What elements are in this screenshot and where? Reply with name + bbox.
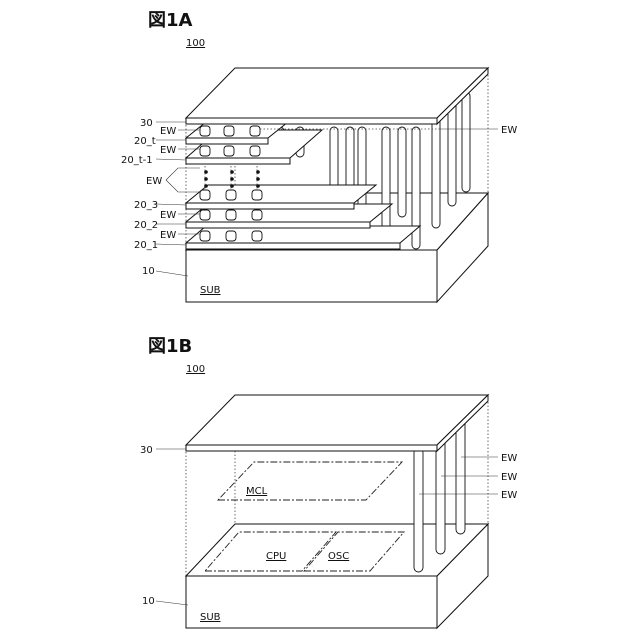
- label-20-3: 20_3: [134, 200, 158, 211]
- label-sub: SUB: [200, 285, 221, 296]
- figure-1b-title: 図1B: [148, 336, 192, 357]
- label-ew-3: EW: [501, 490, 517, 501]
- label-osc: OSC: [328, 551, 349, 562]
- label-ew-right: EW: [501, 125, 517, 136]
- label-ew-1: EW: [501, 453, 517, 464]
- label-30: 30: [140, 445, 153, 456]
- label-sub: SUB: [200, 612, 221, 623]
- label-30: 30: [140, 118, 153, 129]
- top-plate: [186, 395, 488, 451]
- label-20-2: 20_2: [134, 220, 158, 231]
- label-10: 10: [142, 266, 155, 277]
- label-20-t: 20_t: [134, 136, 156, 147]
- label-ew-3: EW: [146, 176, 162, 187]
- label-20-1: 20_1: [134, 240, 158, 251]
- label-ew-2: EW: [501, 472, 517, 483]
- label-ew-5: EW: [160, 230, 176, 241]
- figure-1a: 図1A 100: [121, 10, 517, 302]
- figure-1a-ref: 100: [186, 38, 205, 49]
- figure-1b-ref: 100: [186, 364, 205, 375]
- label-ew-4: EW: [160, 210, 176, 221]
- label-mcl: MCL: [246, 486, 268, 497]
- label-cpu: CPU: [266, 551, 286, 562]
- top-plate: [186, 68, 488, 124]
- label-ew-2: EW: [160, 145, 176, 156]
- label-20-t-minus-1: 20_t-1: [121, 155, 153, 166]
- label-10: 10: [142, 596, 155, 607]
- label-ew-1: EW: [160, 126, 176, 137]
- figure-1b: 図1B 100: [140, 336, 517, 628]
- figure-1a-title: 図1A: [148, 10, 193, 31]
